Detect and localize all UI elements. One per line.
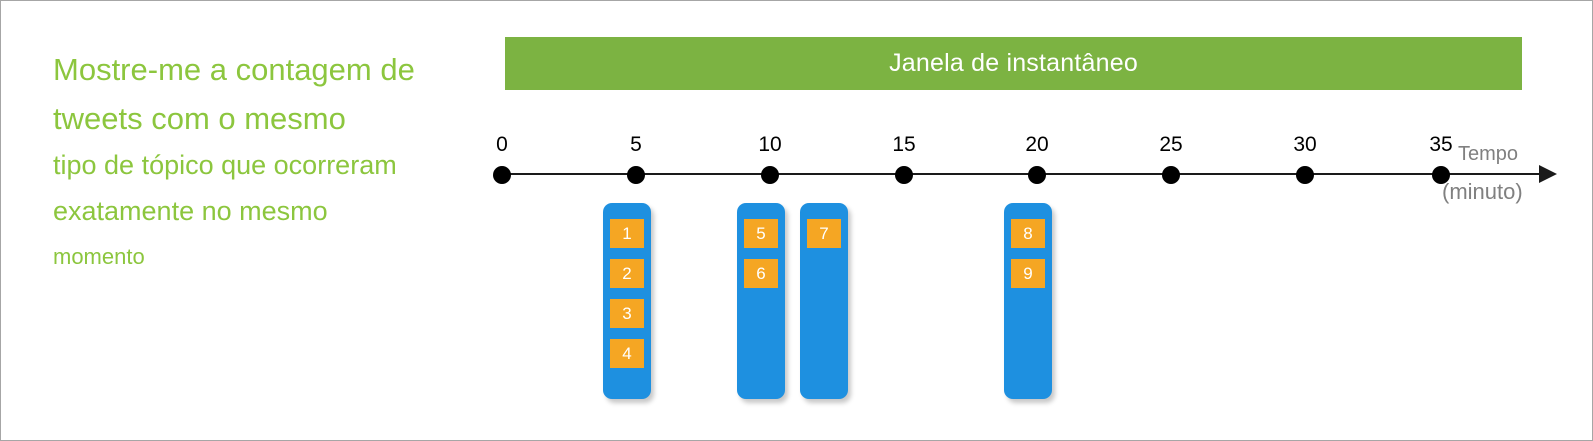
question-line-4: exatamente no mesmo	[53, 196, 328, 226]
timeline-tick-dot-30	[1296, 166, 1314, 184]
question-line-5: momento	[53, 244, 145, 269]
timeline-tick-label-0: 0	[496, 133, 508, 156]
question-text-block: Mostre-me a contagem de tweets com o mes…	[53, 45, 473, 279]
timeline-tick-label-10: 10	[758, 133, 782, 156]
timeline-tick-dot-15	[895, 166, 913, 184]
tweet-item-3[interactable]: 3	[610, 299, 644, 328]
timeline-tick-dot-35	[1432, 166, 1450, 184]
timeline-tick-label-20: 20	[1025, 133, 1049, 156]
tweet-item-2[interactable]: 2	[610, 259, 644, 288]
timeline-tick-label-15: 15	[892, 133, 916, 156]
timeline-tick-dot-0	[493, 166, 511, 184]
tweet-item-5[interactable]: 5	[744, 219, 778, 248]
timeline-tick-label-35: 35	[1429, 133, 1453, 156]
timeline-tick-label-5: 5	[630, 133, 642, 156]
tweet-item-1[interactable]: 1	[610, 219, 644, 248]
timeline-tick-dot-20	[1028, 166, 1046, 184]
timeline-axis-arrow-icon	[1539, 165, 1557, 183]
tweet-item-8[interactable]: 8	[1011, 219, 1045, 248]
tweet-item-9[interactable]: 9	[1011, 259, 1045, 288]
question-line-3: tipo de tópico que ocorreram	[53, 150, 397, 180]
timeline-tick-label-25: 25	[1159, 133, 1183, 156]
time-axis-caption-top: Tempo	[1458, 143, 1519, 165]
timeline-tick-dot-5	[627, 166, 645, 184]
tweet-item-6[interactable]: 6	[744, 259, 778, 288]
tweet-bar-group-at-11[interactable]: 7	[800, 203, 848, 399]
tweet-item-7[interactable]: 7	[807, 219, 841, 248]
time-axis-caption-bottom: (minuto)	[1442, 179, 1523, 204]
timeline-tick-dot-10	[761, 166, 779, 184]
question-line-2: tweets com o mesmo	[53, 101, 346, 136]
tweet-item-4[interactable]: 4	[610, 339, 644, 368]
question-line-1: Mostre-me a contagem de	[53, 52, 415, 87]
timeline-tick-label-30: 30	[1293, 133, 1317, 156]
snapshot-window-banner: Janela de instantâneo	[505, 37, 1522, 90]
timeline-axis-line	[502, 173, 1551, 175]
tweet-bar-group-at-5[interactable]: 1 2 3 4	[603, 203, 651, 399]
timeline-tick-dot-25	[1162, 166, 1180, 184]
snapshot-window-label: Janela de instantâneo	[889, 49, 1138, 77]
